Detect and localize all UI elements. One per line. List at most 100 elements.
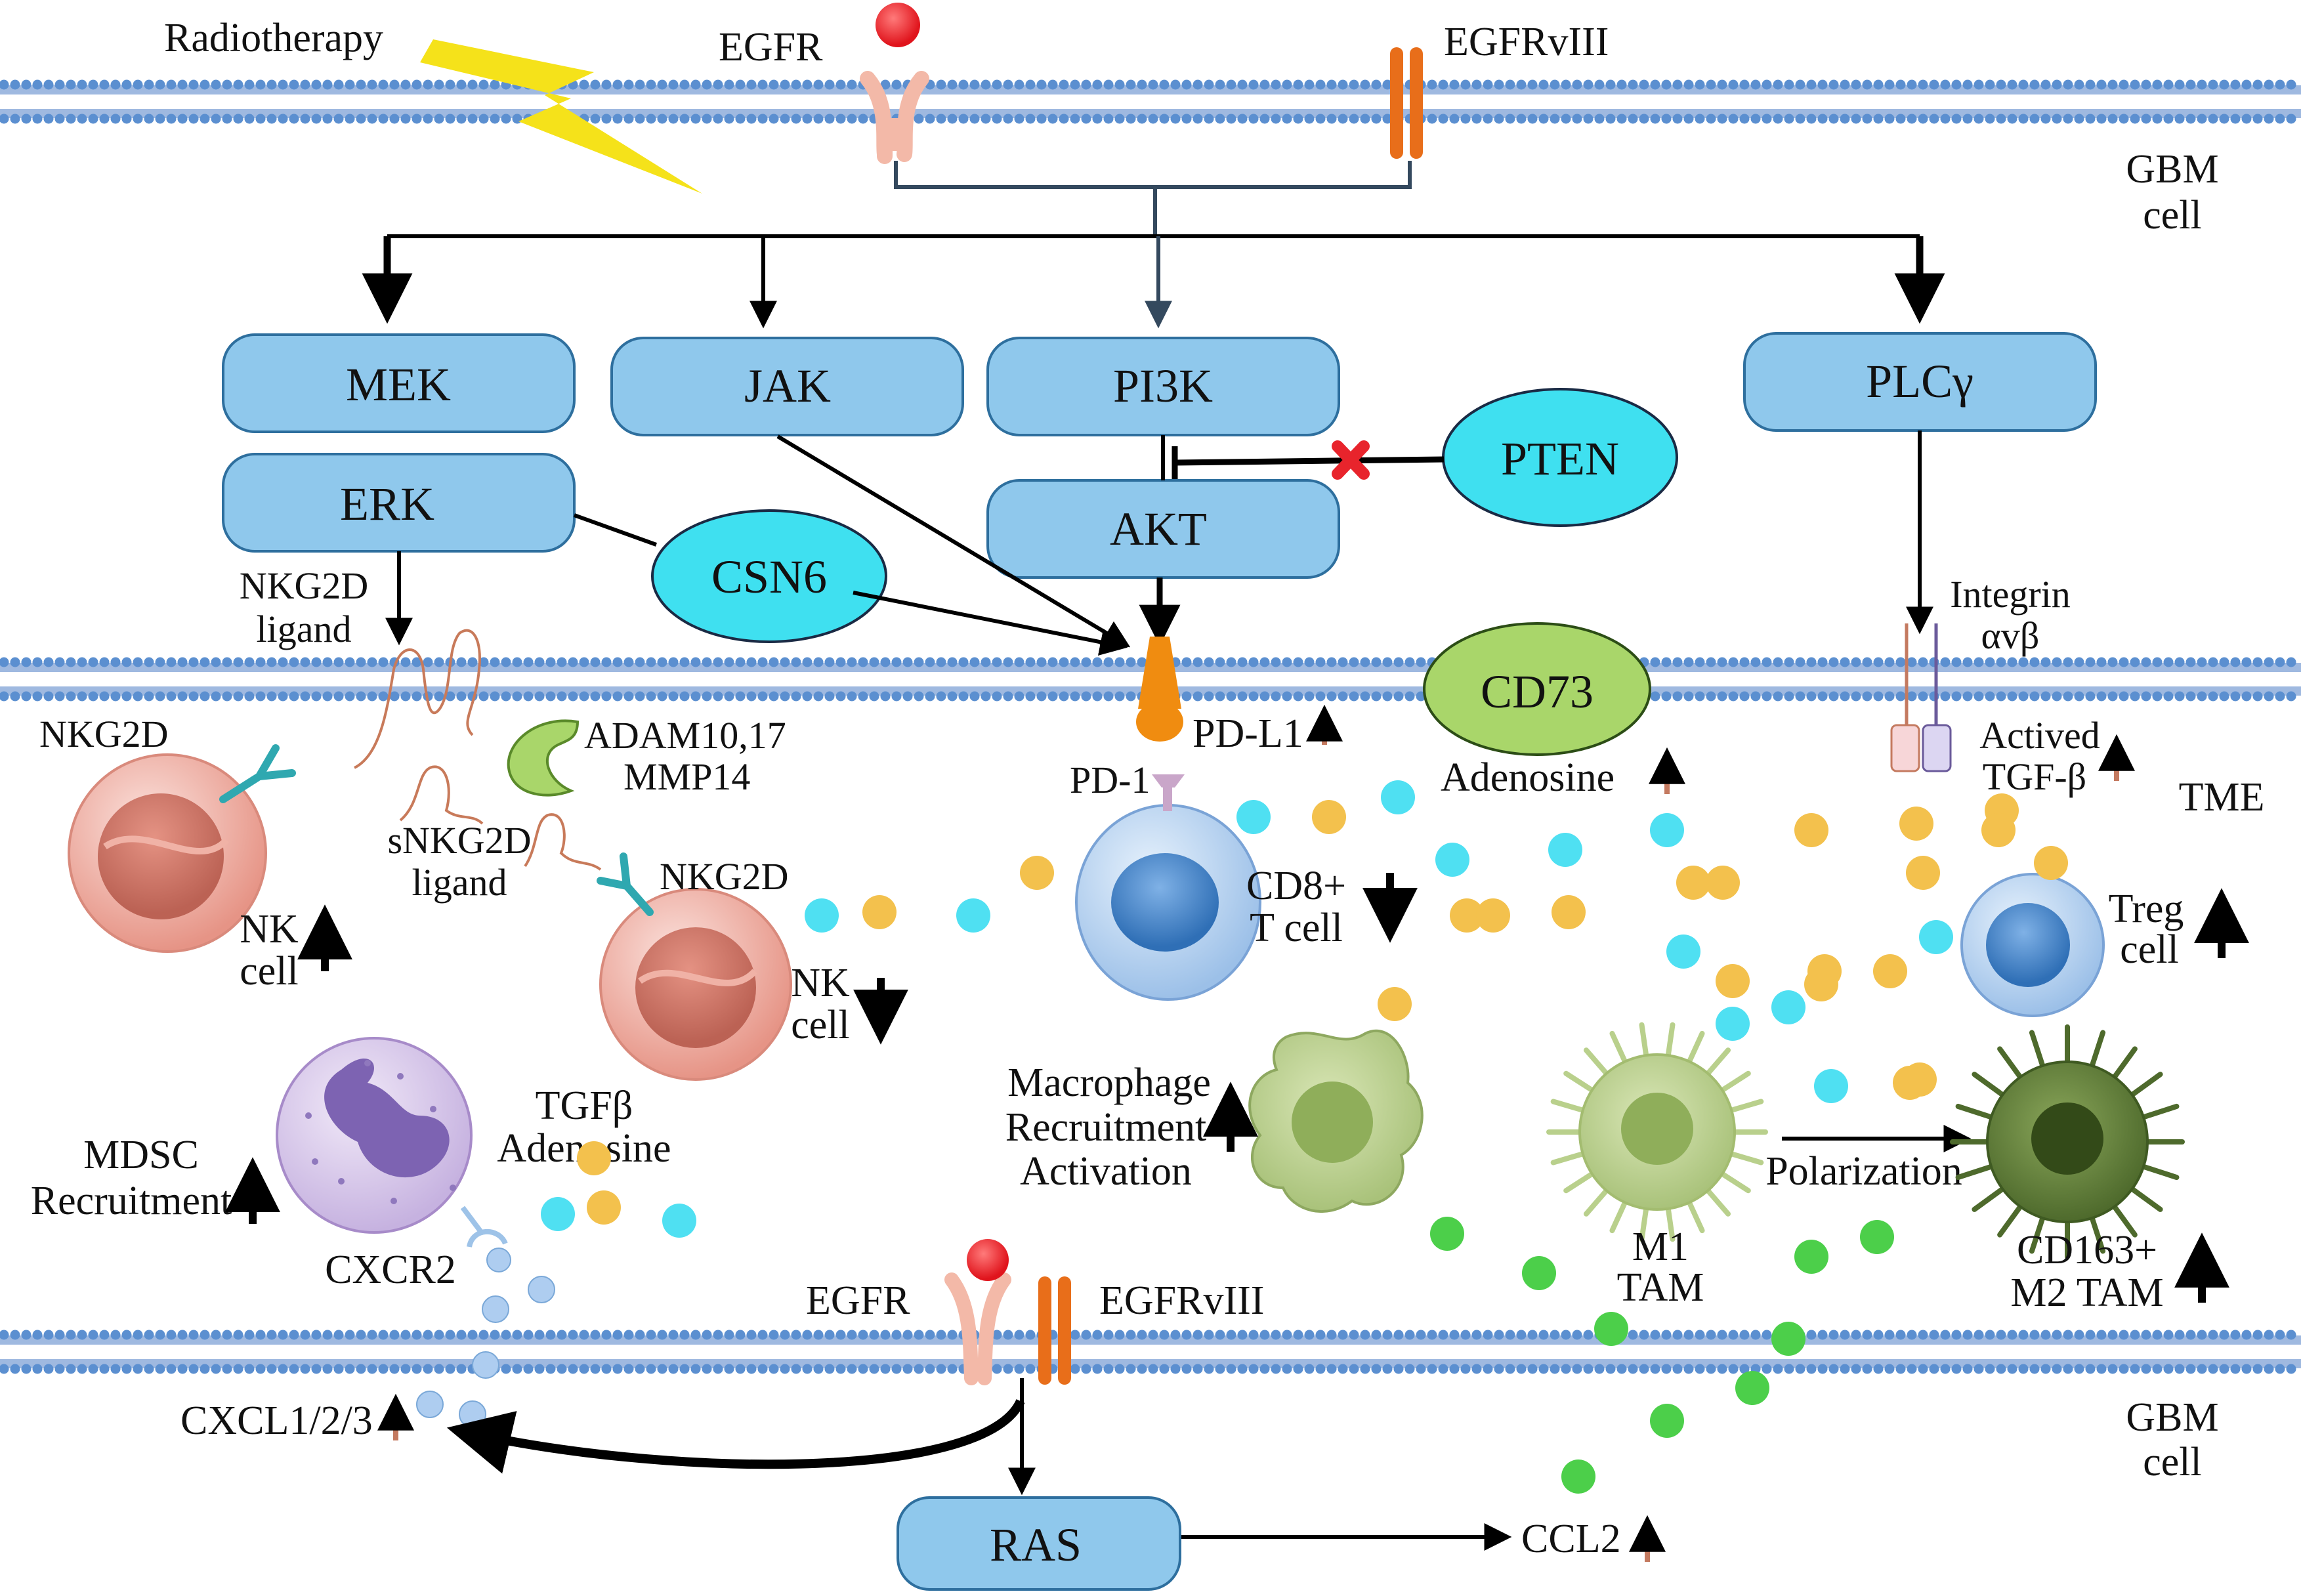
cxcr2-label: CXCR2: [325, 1248, 456, 1292]
molecule-dot: [1676, 866, 1710, 900]
gbm-bottom-label-1: GBM: [2126, 1395, 2218, 1440]
top-cell-membrane: [0, 79, 2301, 124]
integrin-icon: [1890, 623, 1952, 772]
molecule-dot: [1706, 866, 1740, 900]
mdsc-label-2: Recruitment: [31, 1179, 232, 1223]
molecule-dot: [1807, 954, 1842, 988]
molecule-dot: [662, 1204, 696, 1238]
ras-label: RAS: [990, 1519, 1082, 1571]
molecule-dot: [1666, 934, 1700, 969]
molecule-dot: [1561, 1460, 1595, 1494]
cxcr2-receptor-icon: [460, 1206, 508, 1248]
molecule-dot: [1906, 856, 1940, 890]
nk-left-label-2: cell: [240, 949, 299, 994]
erk-box[interactable]: ERK: [222, 453, 576, 553]
cd73-oval[interactable]: CD73: [1423, 622, 1651, 756]
macro-label-3: Activation: [1020, 1149, 1192, 1194]
ccl2-label: CCL2: [1521, 1517, 1621, 1561]
molecule-dot: [577, 1141, 611, 1175]
molecule-dot: [1552, 895, 1586, 929]
adenosine-label: Adenosine: [1441, 755, 1615, 800]
molecule-dot: [805, 898, 839, 933]
egfrviii-bottom-label: EGFRvIII: [1099, 1278, 1264, 1323]
molecule-dot: [1548, 833, 1582, 867]
adam-protease-icon: [507, 719, 580, 797]
actived-label-1: Actived: [1979, 714, 2100, 757]
nk-mid-label-1: NK: [791, 961, 850, 1005]
inhibition-x-icon: [1332, 440, 1370, 480]
tgfb-label-1: TGFβ: [536, 1083, 633, 1128]
molecule-dot: [956, 898, 990, 933]
molecule-dot: [1981, 813, 2016, 847]
gbm-top-label-2: cell: [2143, 193, 2202, 238]
bottom-cell-membrane: [0, 1330, 2301, 1374]
treg-cell: [1960, 873, 2105, 1017]
cd8-t-cell: [1075, 804, 1261, 1001]
egfrviii-top-label: EGFRvIII: [1444, 20, 1609, 64]
molecule-dot: [1893, 1066, 1927, 1100]
signaling-molecule-dots: [541, 780, 2068, 1494]
cxcl-release-arrow: [446, 1398, 1025, 1474]
macro-label-2: Recruitment: [1005, 1105, 1206, 1150]
pi3k-box[interactable]: PI3K: [986, 337, 1340, 436]
nkg2d-mid-label: NKG2D: [660, 855, 789, 898]
pd-1-receptor-icon: [1152, 774, 1185, 811]
molecule-dot: [1650, 1404, 1684, 1438]
csn6-label: CSN6: [711, 551, 827, 603]
egfr-top-label: EGFR: [719, 25, 823, 70]
nk-mid-label-2: cell: [791, 1003, 850, 1047]
molecule-dot: [1236, 800, 1271, 834]
m1-tam-cell: [1546, 1022, 1768, 1242]
molecule-dot: [1430, 1217, 1464, 1251]
molecule-dot: [1522, 1256, 1556, 1290]
plcg-box[interactable]: PLCγ: [1743, 332, 2097, 432]
actived-label-2: TGF-β: [1983, 755, 2086, 798]
ras-box[interactable]: RAS: [897, 1496, 1181, 1591]
cxcl-label: CXCL1/2/3: [180, 1398, 373, 1443]
snkg2d-label-1: sNKG2D: [387, 819, 531, 862]
plcg-label: PLCγ: [1866, 355, 1974, 408]
mek-box[interactable]: MEK: [222, 333, 576, 433]
pathway-branch-lines: [362, 234, 1945, 329]
molecule-dot: [1814, 1069, 1848, 1103]
polarization-label: Polarization: [1765, 1149, 1962, 1194]
egfr-bottom-receptor-icon: [944, 1239, 1011, 1385]
egfrviii-receptor-icon: [1390, 47, 1423, 159]
integrin-label-1: Integrin: [1950, 573, 2071, 616]
molecule-dot: [1735, 1371, 1769, 1405]
egfr-bottom-label: EGFR: [806, 1278, 910, 1323]
molecule-dot: [541, 1197, 575, 1231]
molecule-dot: [1650, 813, 1684, 847]
pd-1-label: PD-1: [1070, 759, 1150, 801]
m2-label-2: M2 TAM: [2010, 1270, 2163, 1315]
adam-label-2: MMP14: [623, 755, 750, 798]
radiotherapy-label: Radiotherapy: [164, 16, 383, 60]
m2-label-1: CD163+: [2017, 1228, 2157, 1272]
akt-label: AKT: [1110, 503, 1207, 555]
jak-label: JAK: [744, 360, 831, 412]
akt-box[interactable]: AKT: [986, 479, 1340, 579]
treg-label-2: cell: [2120, 927, 2179, 972]
m1-label-1: M1: [1632, 1225, 1689, 1269]
nkg2d-ligand-squiggle: [354, 629, 481, 769]
lightning-bolt-icon: [420, 39, 702, 194]
molecule-dot: [1919, 920, 1953, 954]
internal-arrows: [385, 430, 1933, 656]
macro-label-1: Macrophage: [1007, 1060, 1211, 1105]
molecule-dot: [1378, 987, 1412, 1021]
macrophage-cell: [1248, 1029, 1424, 1213]
gbm-bottom-label-2: cell: [2143, 1440, 2202, 1484]
mdsc-cell: [276, 1037, 473, 1234]
csn6-oval[interactable]: CSN6: [651, 509, 887, 643]
pd-l1-label: PD-L1: [1193, 711, 1303, 756]
molecule-dot: [1312, 800, 1346, 834]
treg-label-1: Treg: [2109, 887, 2184, 931]
molecule-dot: [1594, 1312, 1628, 1346]
mdsc-label-1: MDSC: [83, 1133, 199, 1177]
jak-box[interactable]: JAK: [610, 337, 964, 436]
nkg2d-receptor-mid-icon: [597, 852, 654, 916]
molecule-dot: [1794, 813, 1828, 847]
pten-oval[interactable]: PTEN: [1442, 388, 1678, 527]
integrin-label-2: αvβ: [1981, 614, 2040, 657]
